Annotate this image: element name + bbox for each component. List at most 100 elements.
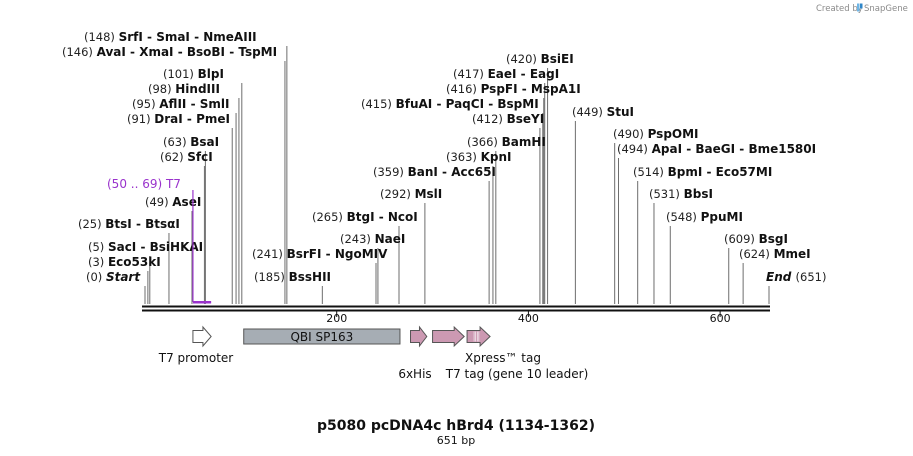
feature-xpress-tag[interactable]: Xpress™ tag <box>465 325 541 365</box>
site-position: (146) <box>62 45 97 59</box>
enzyme-saci: SacI <box>108 240 136 254</box>
site-label-stui[interactable]: (449) StuI <box>572 105 634 119</box>
site-separator: - <box>517 67 530 81</box>
site-position: (91) <box>127 112 154 126</box>
site-position: (651) <box>796 270 827 284</box>
site-position: (49) <box>145 195 172 209</box>
site-label-saci-bsihkai[interactable]: (5) SacI - BsiHKAI <box>88 240 203 254</box>
enzyme-end: End <box>766 270 796 284</box>
enzyme-bts-i: BtsαI <box>145 217 180 231</box>
enzyme-mmei: MmeI <box>774 247 811 261</box>
site-label-hindiii[interactable]: (98) HindIII <box>148 82 220 96</box>
enzyme-pspomi: PspOMI <box>648 127 699 141</box>
site-label-mmei[interactable]: (624) MmeI <box>739 247 811 261</box>
feature-t7-tag[interactable]: T7 tag (gene 10 leader) <box>432 325 589 381</box>
site-position: (490) <box>613 127 648 141</box>
site-label-aflii-smli[interactable]: (95) AflII - SmlI <box>132 97 229 111</box>
enzyme-bme1580i: Bme1580I <box>748 142 816 156</box>
feature-qbi-sp163[interactable]: QBI SP163 <box>243 328 401 345</box>
site-label-bsrfi-ngomiv[interactable]: (241) BsrFI - NgoMIV <box>252 247 388 261</box>
enzyme-naei: NaeI <box>375 232 406 246</box>
feature-label: T7 promoter <box>158 351 234 365</box>
site-separator: - <box>375 210 388 224</box>
enzyme-srfi: SrfI <box>119 30 143 44</box>
enzyme-bani: BanI <box>408 165 438 179</box>
site-position: (624) <box>739 247 774 261</box>
site-position: (265) <box>312 210 347 224</box>
site-position: (185) <box>254 270 289 284</box>
site-label-bfuai-paqci-bspmi[interactable]: (415) BfuAI - PaqCI - BspMI <box>361 97 539 111</box>
primer-t7[interactable]: (50 .. 69) T7 <box>107 177 212 304</box>
brand-name: SnapGene <box>864 4 908 14</box>
feature-label: T7 tag (gene 10 leader) <box>445 367 589 381</box>
site-label-blpi[interactable]: (101) BlpI <box>163 67 224 81</box>
site-label-drai-pmei[interactable]: (91) DraI - PmeI <box>127 112 230 126</box>
site-label-bseyi[interactable]: (412) BseYI <box>472 112 544 126</box>
site-label-srfi-smai-nmeaiii[interactable]: (148) SrfI - SmaI - NmeAIII <box>84 30 257 44</box>
site-position: (292) <box>380 187 415 201</box>
site-label-kpni[interactable]: (363) KpnI <box>446 150 512 164</box>
site-label-bsshii[interactable]: (185) BssHII <box>254 270 331 284</box>
site-label-bani-acc65i[interactable]: (359) BanI - Acc65I <box>373 165 496 179</box>
site-label-eaei-eagi[interactable]: (417) EaeI - EagI <box>453 67 559 81</box>
enzyme-bsai: BsaI <box>190 135 219 149</box>
site-label-bamhi[interactable]: (366) BamHI <box>467 135 546 149</box>
enzyme-bsgi: BsgI <box>759 232 788 246</box>
feature-6xhis[interactable]: 6xHis <box>398 325 432 381</box>
site-position: (5) <box>88 240 108 254</box>
site-position: (243) <box>340 232 375 246</box>
site-label-bsgi[interactable]: (609) BsgI <box>724 232 788 246</box>
site-label-bpmi-eco57mi[interactable]: (514) BpmI - Eco57MI <box>633 165 772 179</box>
enzyme-eco53ki: Eco53kI <box>108 255 161 269</box>
enzyme-blpi: BlpI <box>198 67 224 81</box>
site-label-bsiei[interactable]: (420) BsiEI <box>506 52 574 66</box>
enzyme-btgi: BtgI <box>347 210 375 224</box>
site-position: (415) <box>361 97 396 111</box>
site-label-btgi-ncoi[interactable]: (265) BtgI - NcoI <box>312 210 418 224</box>
site-separator: - <box>484 97 497 111</box>
site-position: (417) <box>453 67 488 81</box>
site-label-asei[interactable]: (49) AseI <box>145 195 201 209</box>
site-label-sfci[interactable]: (62) SfcI <box>160 150 213 164</box>
site-label-start[interactable]: (0) Start <box>86 270 141 284</box>
feature-t7-promoter[interactable]: T7 promoter <box>158 325 234 365</box>
snapgene-logo-icon <box>857 3 863 12</box>
site-label-ppumi[interactable]: (548) PpuMI <box>666 210 743 224</box>
dna-backbone <box>142 305 770 312</box>
site-label-msli[interactable]: (292) MslI <box>380 187 442 201</box>
enzyme-msli: MslI <box>415 187 443 201</box>
site-label-btsi-bts-i[interactable]: (25) BtsI - BtsαI <box>78 217 180 231</box>
site-label-eco53ki[interactable]: (3) Eco53kI <box>88 255 161 269</box>
site-label-avai-xmai-bsobi-tspmi[interactable]: (146) AvaI - XmaI - BsoBI - TspMI <box>62 45 277 59</box>
site-separator: - <box>438 165 451 179</box>
enzyme-ppumi: PpuMI <box>701 210 743 224</box>
enzyme-xmai: XmaI <box>139 45 173 59</box>
feature-arrow-shape <box>432 325 465 348</box>
enzyme-ngomiv: NgoMIV <box>335 247 388 261</box>
enzyme-bsshii: BssHII <box>289 270 331 284</box>
enzyme-bsihkai: BsiHKAI <box>150 240 204 254</box>
site-label-bbsi[interactable]: (531) BbsI <box>649 187 713 201</box>
site-label-apai-baegi-bme1580i[interactable]: (494) ApaI - BaeGI - Bme1580I <box>617 142 816 156</box>
site-label-bsai[interactable]: (63) BsaI <box>163 135 219 149</box>
site-label-naei[interactable]: (243) NaeI <box>340 232 405 246</box>
plasmid-length: 651 bp <box>437 434 475 447</box>
site-separator: - <box>136 240 149 254</box>
site-position: (101) <box>163 67 198 81</box>
site-separator: - <box>183 112 196 126</box>
enzyme-btsi: BtsI <box>105 217 132 231</box>
feature-shape <box>243 328 401 345</box>
primer-label: (50 .. 69) T7 <box>107 177 181 191</box>
site-label-pspfi-mspa1i[interactable]: (416) PspFI - MspA1I <box>446 82 581 96</box>
site-label-pspomi[interactable]: (490) PspOMI <box>613 127 699 141</box>
site-position: (62) <box>160 150 187 164</box>
site-label-end[interactable]: End (651) <box>766 270 826 284</box>
site-separator: - <box>321 247 334 261</box>
enzyme-bfuai: BfuAI <box>396 97 433 111</box>
enzyme-bseyi: BseYI <box>507 112 545 126</box>
feature-arrow-shape <box>192 325 212 348</box>
site-separator: - <box>225 45 238 59</box>
site-position: (3) <box>88 255 108 269</box>
feature-label: QBI SP163 <box>290 330 353 344</box>
